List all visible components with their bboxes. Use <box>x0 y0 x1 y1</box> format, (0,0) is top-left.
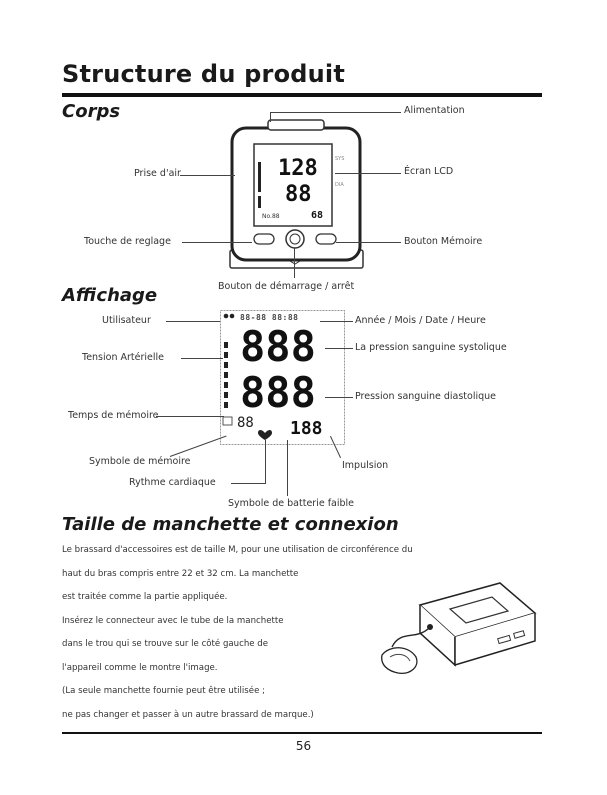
svg-text:DIA: DIA <box>335 182 344 188</box>
label-power: Alimentation <box>404 105 465 116</box>
lcd-dia-digits: 888 <box>240 368 316 417</box>
label-pulse: Impulsion <box>342 460 389 471</box>
cuff-text-line: Le brassard d'accessoires est de taille … <box>62 545 413 555</box>
device-illustration: SYS DIA <box>229 119 364 269</box>
cuff-text-line: haut du bras compris entre 22 et 32 cm. … <box>62 568 299 579</box>
label-memory-button: Bouton Mémoire <box>404 236 483 247</box>
footer-rule <box>62 732 542 734</box>
label-systolic: La pression sanguine systolique <box>355 342 507 353</box>
cuff-text-line: (La seule manchette fournie peut être ut… <box>62 686 265 696</box>
label-diastolic: Pression sanguine diastolique <box>355 391 497 402</box>
cuff-text-paragraph: Le brassard d'accessoires est de taille … <box>62 539 413 727</box>
cuff-text-line: Insérez le connecteur avec le tube de la… <box>62 615 284 626</box>
label-heart-rhythm: Rythme cardiaque <box>129 477 216 488</box>
label-datetime: Année / Mois / Date / Heure <box>355 315 486 326</box>
lcd-frame <box>220 310 345 445</box>
device-screen-sys: 128 <box>278 156 318 181</box>
title-rule <box>62 93 542 97</box>
lcd-top-digits: 88-88 88:88 <box>240 313 299 322</box>
cuff-text-line: dans le trou qui se trouve sur le côté g… <box>62 639 269 649</box>
label-set-key: Touche de reglage <box>84 236 171 247</box>
lcd-sys-digits: 888 <box>240 322 316 371</box>
page-number: 56 <box>295 739 312 753</box>
cuff-text-line: l'appareil comme le montre l'image. <box>62 662 218 673</box>
cuff-connection-illustration <box>381 582 537 674</box>
svg-text:SYS: SYS <box>335 156 344 162</box>
label-lcd: Écran LCD <box>404 166 454 177</box>
section-display-heading: Affichage <box>62 285 158 306</box>
device-screen-mem: No.88 <box>262 213 280 220</box>
label-user: Utilisateur <box>102 315 151 326</box>
device-screen-pulse: 68 <box>311 210 324 221</box>
label-low-battery: Symbole de batterie faible <box>228 498 355 509</box>
section-body-heading: Corps <box>62 101 121 122</box>
lcd-pulse-digits: 188 <box>290 418 323 439</box>
label-memory-symbol: Symbole de mémoire <box>89 456 191 467</box>
cuff-text-line: ne pas changer et passer à un autre bras… <box>62 709 314 720</box>
label-start-stop: Bouton de démarrage / arrêt <box>218 281 355 292</box>
lcd-mem-digits: 88 <box>237 415 254 431</box>
label-pressure: Tension Artérielle <box>82 352 164 363</box>
section-cuff-heading: Taille de manchette et connexion <box>62 514 399 535</box>
device-screen-dia: 88 <box>285 182 312 207</box>
label-air-intake: Prise d'air <box>134 168 181 179</box>
label-memory-time: Temps de mémoire <box>68 410 159 421</box>
page-title: Structure du produit <box>62 60 346 88</box>
cuff-text-line: est traitée comme la partie appliquée. <box>62 592 228 602</box>
